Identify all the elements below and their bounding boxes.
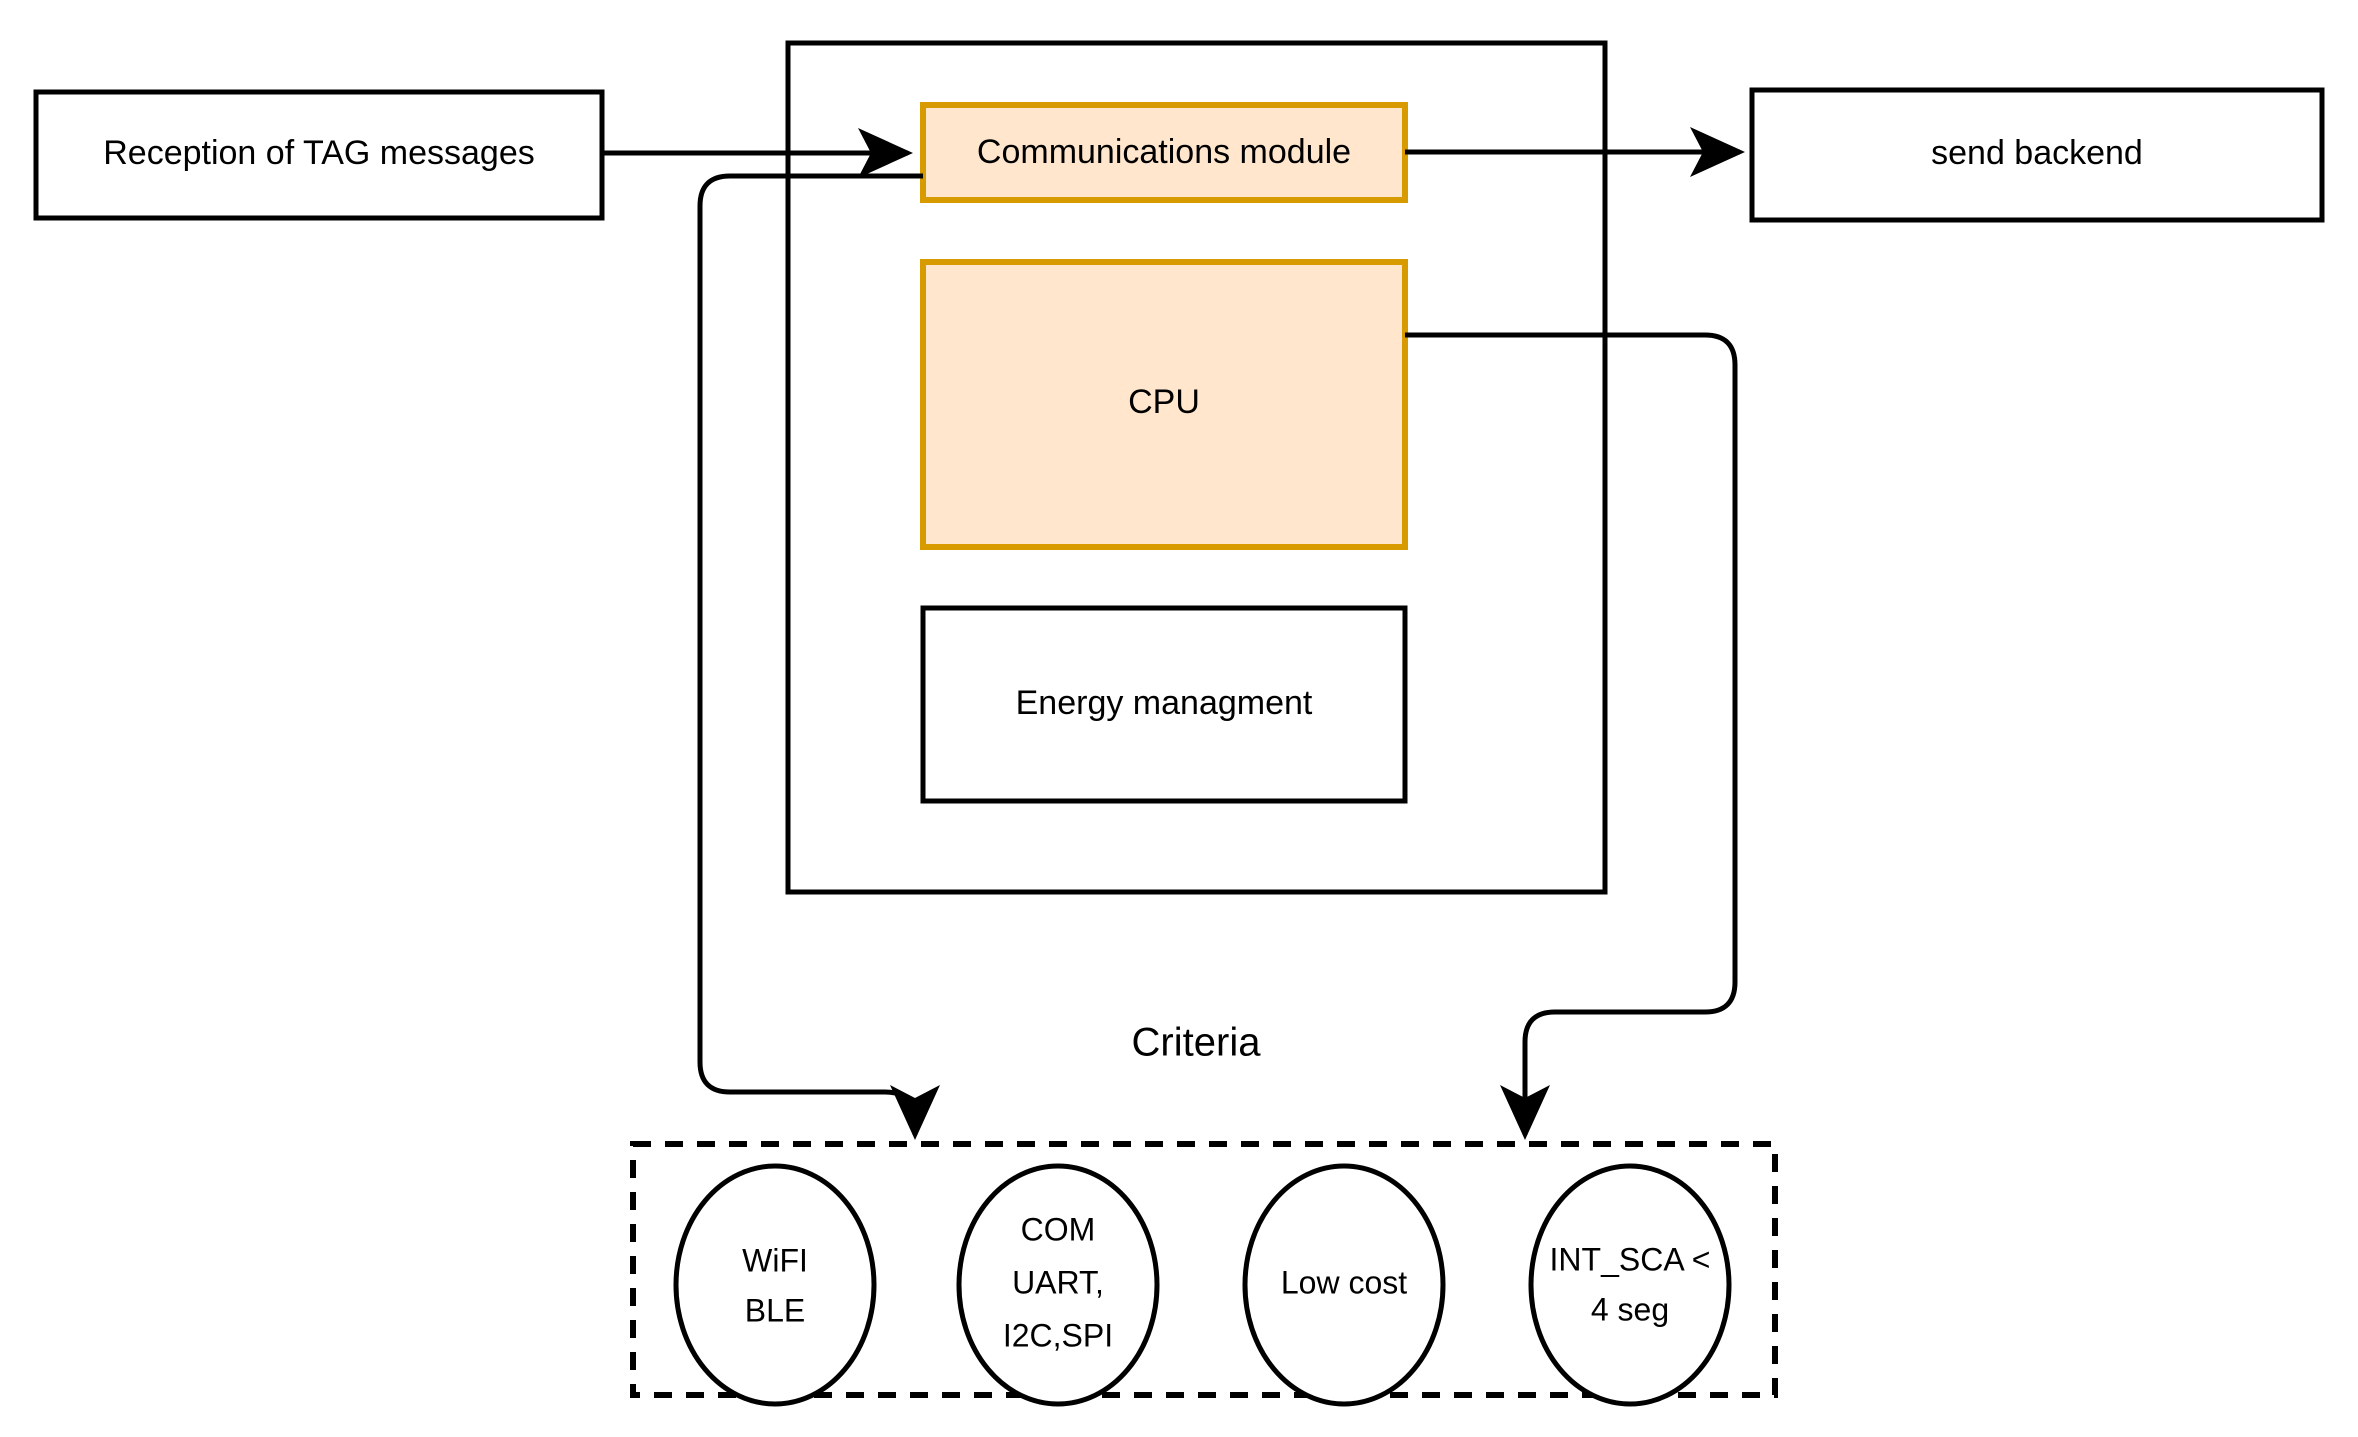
criteria-label-line-2: BLE (745, 1292, 805, 1328)
criteria-label-line-1: Low cost (1281, 1264, 1407, 1300)
criteria-label-line-1: COM (1021, 1211, 1096, 1247)
criteria-item-com-buses[interactable]: COM UART, I2C,SPI (956, 1163, 1160, 1407)
criteria-item-low-cost[interactable]: Low cost (1242, 1163, 1446, 1407)
communications-module-label: Communications module (977, 133, 1351, 171)
send-backend-label: send backend (1931, 134, 2143, 172)
criteria-ellipse (673, 1163, 877, 1407)
criteria-item-wifi-ble[interactable]: WiFI BLE (673, 1163, 877, 1407)
criteria-title: Criteria (1132, 1021, 1262, 1065)
energy-management-label: Energy managment (1016, 684, 1313, 722)
send-backend-box[interactable] (1749, 87, 2325, 223)
criteria-label-line-3: I2C,SPI (1003, 1317, 1113, 1353)
cpu-box[interactable] (920, 259, 1408, 550)
criteria-label-line-1: WiFI (742, 1242, 808, 1278)
device-container (785, 40, 1608, 895)
criteria-ellipse (1528, 1163, 1732, 1407)
criteria-container (630, 1141, 1778, 1398)
criteria-label-line-2: 4 seg (1591, 1291, 1669, 1327)
criteria-item-int-sca[interactable]: INT_SCA < 4 seg (1528, 1163, 1732, 1407)
edge-cpu-to-criteria (1405, 332, 1738, 1140)
criteria-ellipse (1242, 1163, 1446, 1407)
edge-comms-to-criteria (697, 173, 940, 1140)
reception-box[interactable] (33, 89, 605, 221)
criteria-label-line-1: INT_SCA < (1550, 1241, 1711, 1277)
criteria-ellipse (956, 1163, 1160, 1407)
cpu-label: CPU (1128, 383, 1200, 421)
energy-management-box[interactable] (920, 605, 1408, 804)
criteria-label-line-2: UART, (1012, 1264, 1104, 1300)
reception-label: Reception of TAG messages (103, 134, 535, 172)
